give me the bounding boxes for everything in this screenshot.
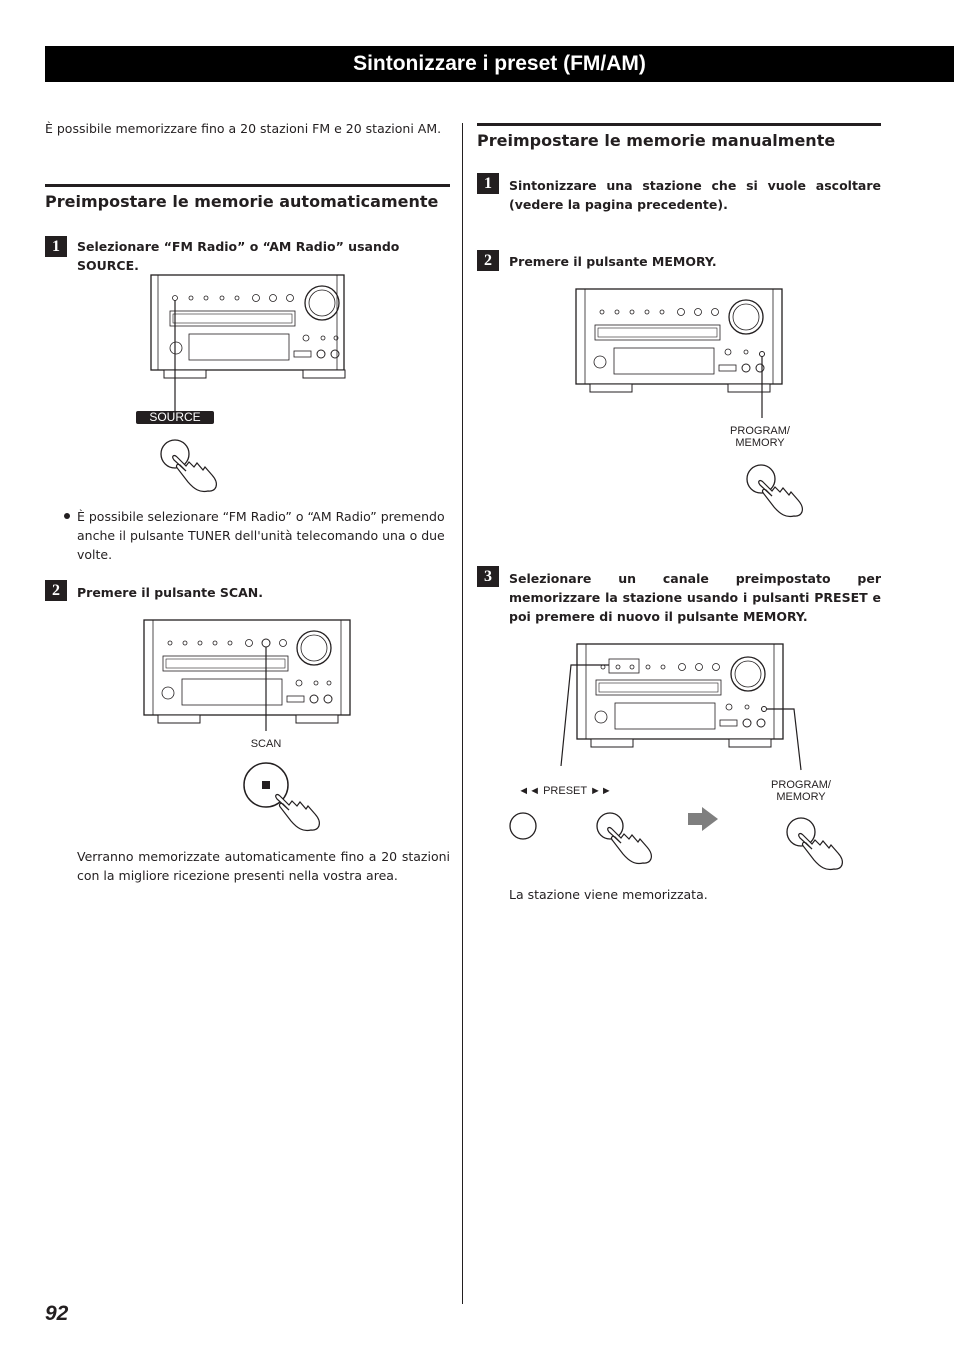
device-illustration-scan: SCAN [143,619,351,832]
section-heading-auto: Preimpostare le memorie automaticamente [45,184,450,211]
step-text: Premere il pulsante SCAN. [77,585,263,600]
program-memory-label-line1: PROGRAM/ [771,779,832,791]
intro-text: È possibile memorizzare fino a 20 stazio… [45,121,442,136]
device-illustration-preset: ◄◄ PRESET ►► PROGRAM/ MEMORY [509,643,843,871]
step-text: Premere il pulsante MEMORY. [509,254,717,269]
page-title: Sintonizzare i preset (FM/AM) [45,46,954,82]
bullet-dot [64,513,70,519]
step-number: 1 [477,173,499,194]
step-text: Selezionare “FM Radio” o “AM Radio” usan… [77,239,400,273]
result-note: Verranno memorizzate automaticamente fin… [77,849,450,883]
program-memory-label-line2: MEMORY [776,791,826,803]
device-illustration-source: SOURCE [136,274,346,493]
bullet-text: È possibile selezionare “FM Radio” o “AM… [77,509,445,562]
step-text: Sintonizzare una stazione che si vuole a… [509,178,881,212]
step-number: 1 [45,236,67,257]
stored-result-text: La stazione viene memorizzata. [509,887,708,902]
preset-label: ◄◄ PRESET ►► [518,785,611,797]
step-number: 2 [477,250,499,271]
program-memory-label-line1: PROGRAM/ [730,425,791,437]
step-text: Selezionare un canale preimpostato per m… [509,571,881,624]
step-number: 3 [477,566,499,587]
section-heading-manual: Preimpostare le memorie manualmente [477,123,881,150]
device-illustration-memory: PROGRAM/ MEMORY [575,288,803,518]
source-label: SOURCE [149,410,200,424]
page-number: 92 [45,1302,69,1325]
step-number: 2 [45,580,67,601]
program-memory-label-line2: MEMORY [735,437,785,449]
column-divider [462,123,463,1304]
scan-label: SCAN [251,738,282,750]
